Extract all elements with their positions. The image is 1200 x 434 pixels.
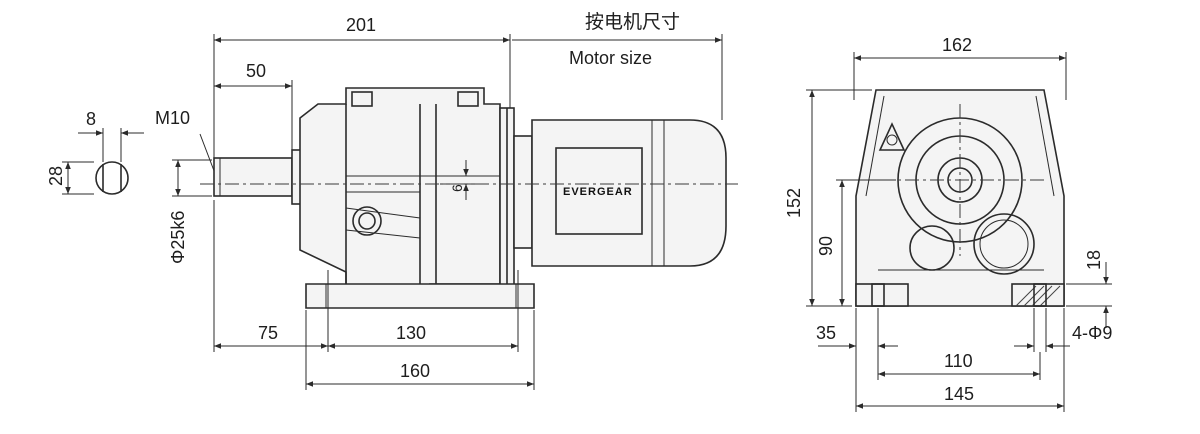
dim-shaft-length: 50 <box>246 61 266 81</box>
dim-end-height: 152 <box>784 188 804 218</box>
dim-foot-length: 160 <box>400 361 430 381</box>
output-shaft <box>213 157 293 197</box>
keyway-detail: 8 28 <box>46 109 144 195</box>
dim-overall-length: 201 <box>346 15 376 35</box>
dim-offset: 6 <box>449 184 465 192</box>
thread-label: M10 <box>155 108 190 128</box>
dim-hole-callout: 4-Φ9 <box>1072 323 1112 343</box>
motor-size-label-cn: 按电机尺寸 <box>585 11 680 33</box>
dim-edge: 35 <box>816 323 836 343</box>
dim-shaft-diameter: Φ25k6 <box>168 211 188 264</box>
brand-label: EVERGEAR <box>563 186 633 198</box>
gear-housing <box>299 87 501 301</box>
dim-foot-left: 75 <box>258 323 278 343</box>
end-view: 162 152 <box>784 35 1112 412</box>
nameplate <box>555 147 643 235</box>
motor-body <box>531 119 727 267</box>
gear-foot <box>305 283 535 309</box>
dim-center-height: 90 <box>816 236 836 256</box>
side-view: 201 按电机尺寸 Motor size 50 M10 Φ25k6 <box>155 11 738 390</box>
motor-size-label-en: Motor size <box>569 48 652 68</box>
dim-foot-thickness: 18 <box>1084 250 1104 270</box>
dim-key-width: 8 <box>86 109 96 129</box>
dim-key-height: 28 <box>46 166 66 186</box>
dim-end-width: 162 <box>942 35 972 55</box>
dim-foot-holes: 130 <box>396 323 426 343</box>
dim-base-width: 145 <box>944 384 974 404</box>
dim-hole-spacing: 110 <box>944 351 973 371</box>
